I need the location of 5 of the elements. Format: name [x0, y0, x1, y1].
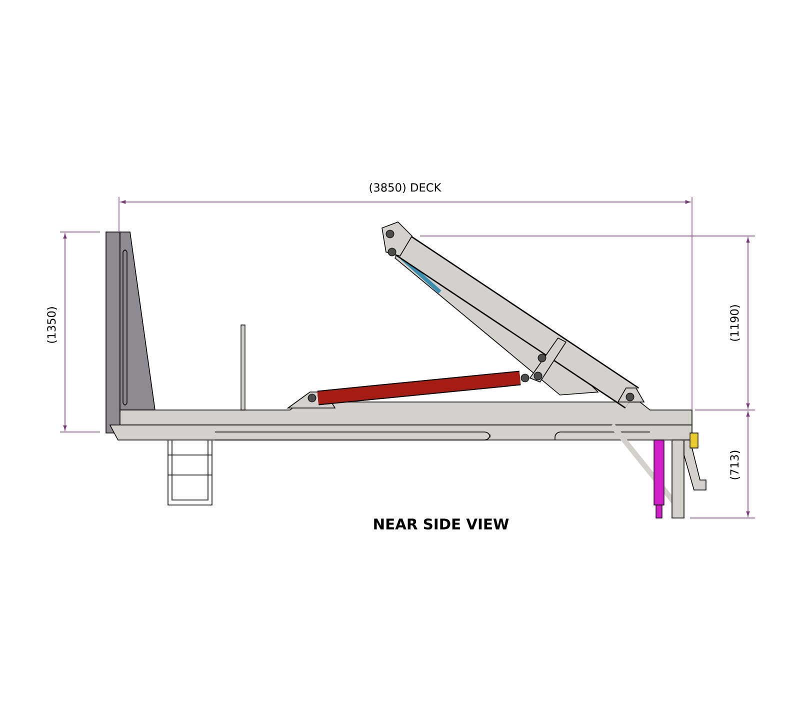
dimension-label: (1350) [46, 307, 58, 343]
dimension-label: (3850) DECK [370, 182, 442, 194]
dimension-label: (1190) [730, 305, 740, 341]
dimension-label: (713) [730, 450, 740, 480]
view-caption: NEAR SIDE VIEW [374, 518, 509, 530]
